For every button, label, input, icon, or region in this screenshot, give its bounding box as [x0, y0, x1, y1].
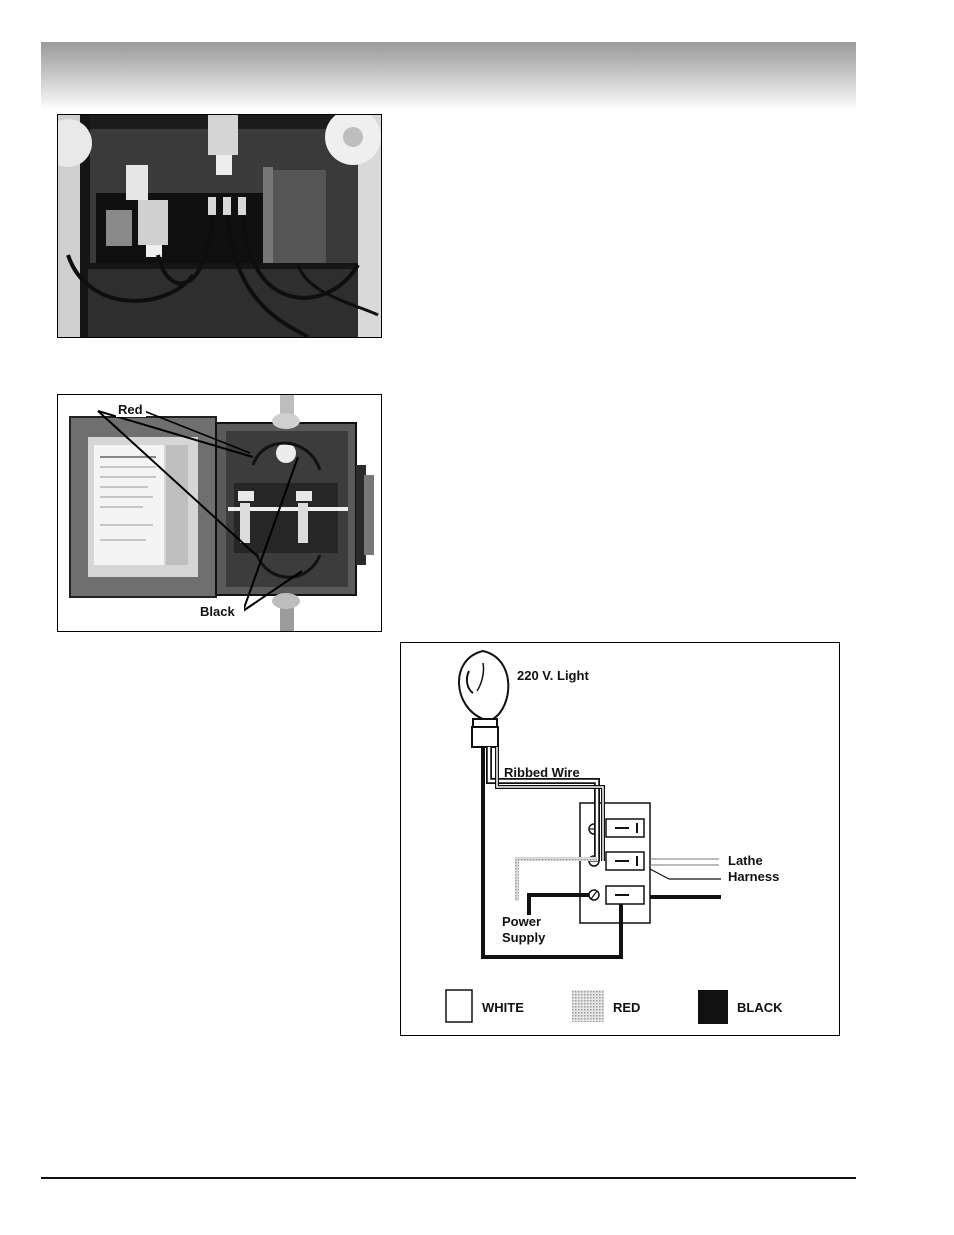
switch-box-photo: Red Black [57, 394, 382, 632]
legend-red-label: RED [613, 1000, 640, 1015]
ribbed-wire-label: Ribbed Wire [504, 765, 580, 780]
red-callout-label: Red [118, 402, 143, 417]
footer-rule [41, 1177, 856, 1179]
lathe-harness-label-2: Harness [728, 869, 779, 884]
legend-black-label: BLACK [737, 1000, 783, 1015]
power-supply-label-2: Supply [502, 930, 546, 945]
legend-red-swatch [572, 990, 604, 1022]
electrical-compartment-photo [57, 114, 382, 338]
legend-white-label: WHITE [482, 1000, 524, 1015]
legend: WHITE RED BLACK [445, 989, 783, 1024]
light-label: 220 V. Light [517, 668, 589, 683]
black-callout-label: Black [200, 604, 235, 619]
wiring-diagram: 220 V. Light Ribbed Wire Lathe Harness P… [400, 642, 840, 1036]
terminal-block [579, 802, 651, 924]
legend-white-swatch [445, 989, 473, 1023]
lathe-harness-label-1: Lathe [728, 853, 763, 868]
light-bulb-icon [458, 649, 510, 748]
legend-black-swatch [698, 990, 728, 1024]
header-band [41, 42, 856, 110]
power-supply-label-1: Power [502, 914, 541, 929]
